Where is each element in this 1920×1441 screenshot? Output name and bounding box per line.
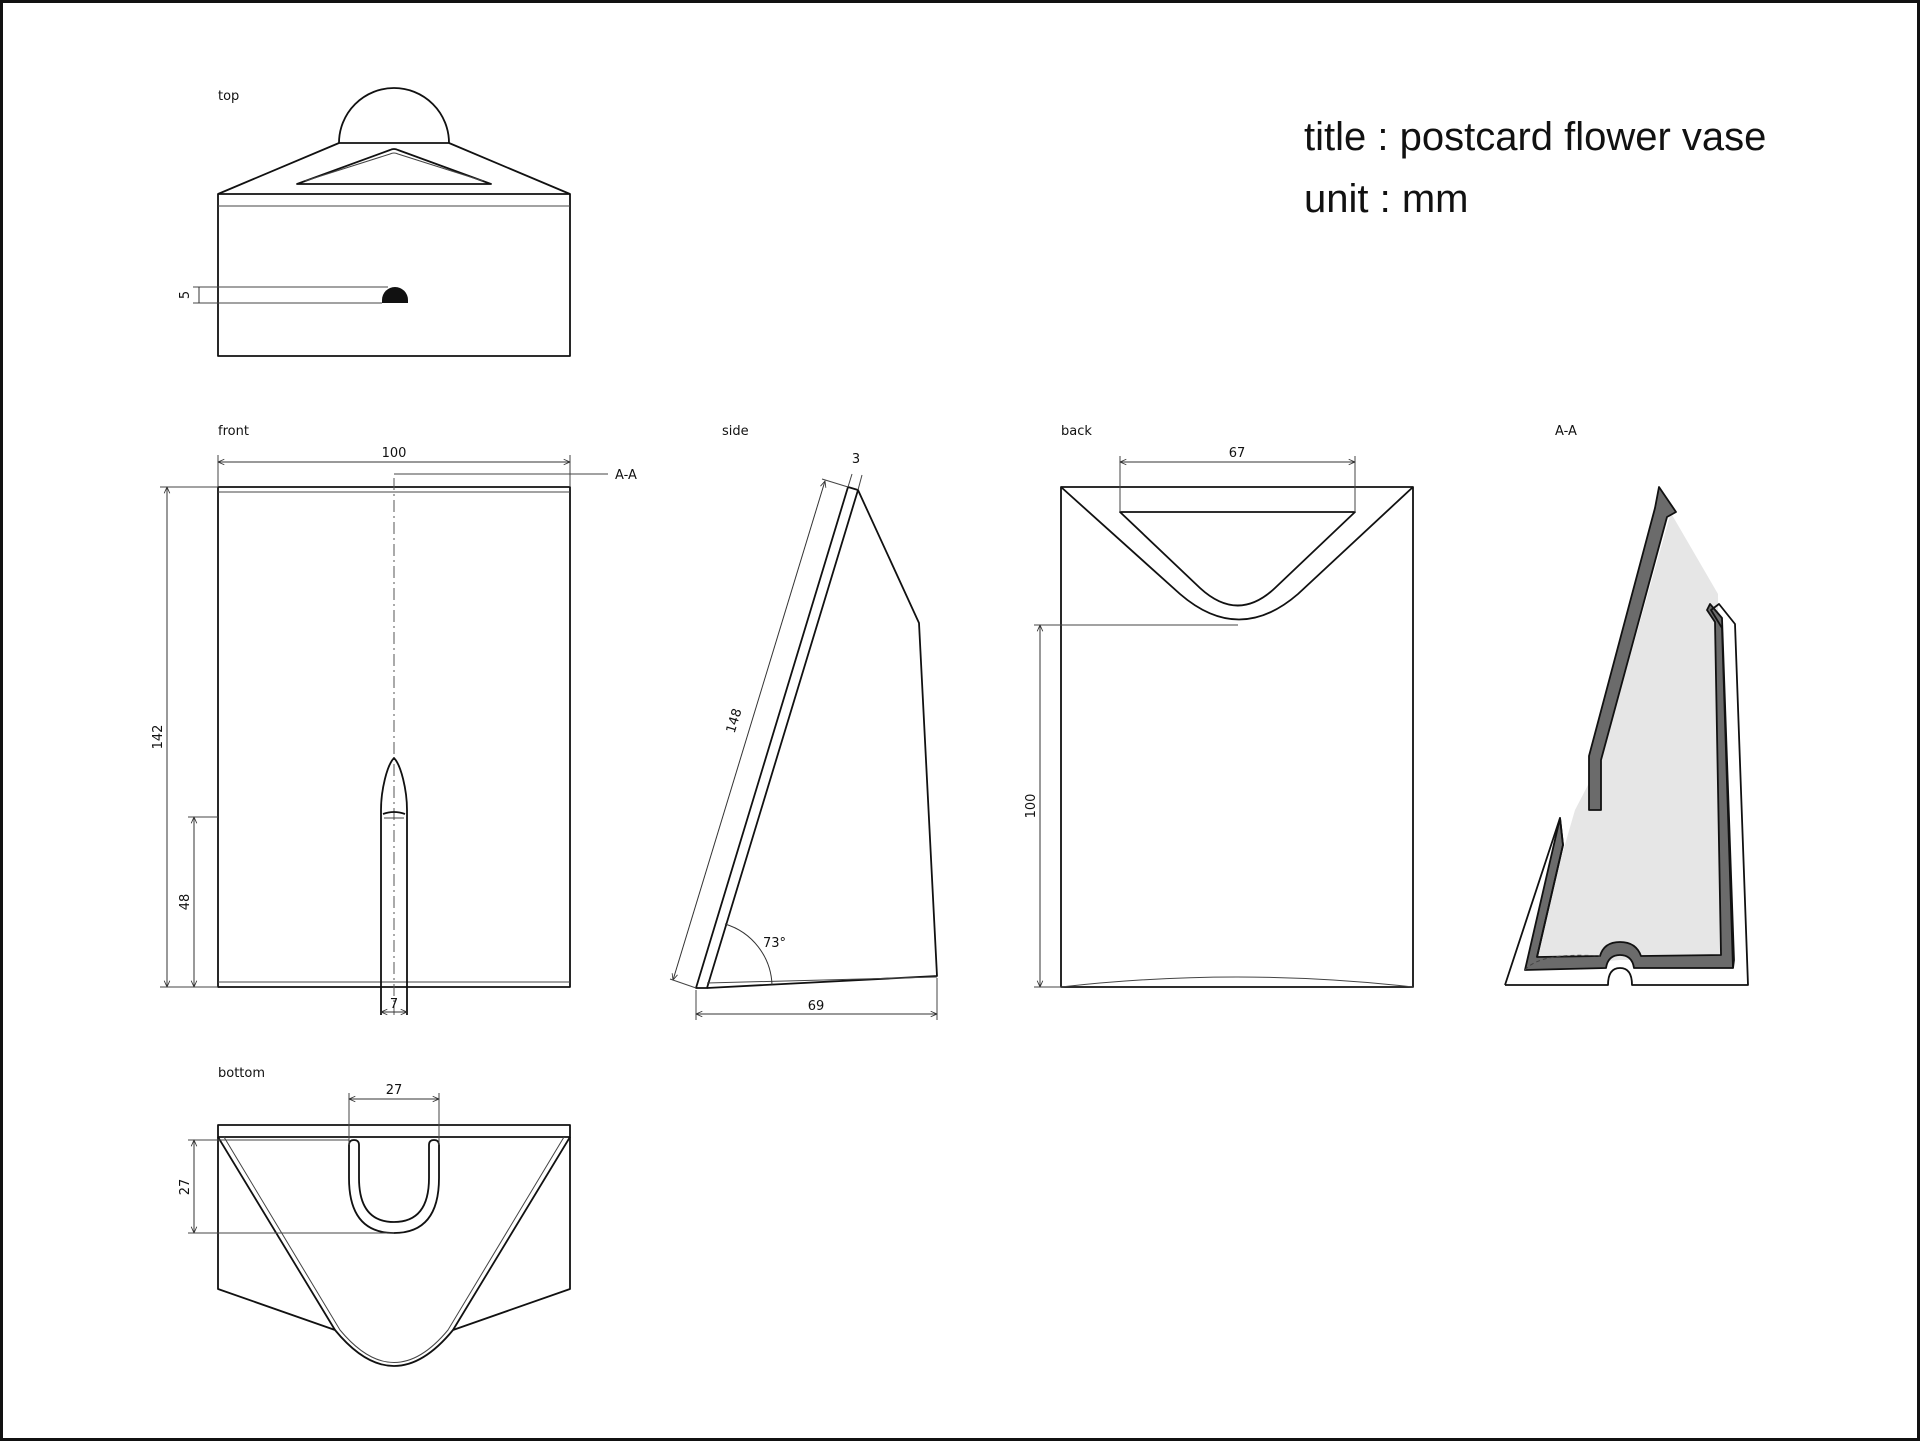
front-view: front 100 A-A 142 48 7 <box>151 424 637 1015</box>
side-depth-dim: 69 <box>808 999 825 1014</box>
back-view-flap <box>1060 486 1414 621</box>
bottom-view-body <box>217 1137 571 1367</box>
section-fill <box>1530 505 1720 965</box>
top-view-window <box>296 148 492 185</box>
side-view-label: side <box>722 424 749 439</box>
back-opening-dim: 67 <box>1229 446 1246 461</box>
front-view-label: front <box>218 424 249 439</box>
top-view-window-inner <box>304 152 484 182</box>
bottom-view-label: bottom <box>218 1066 265 1081</box>
back-view: back 67 100 <box>1024 424 1414 988</box>
bottom-view: bottom 27 27 <box>178 1066 571 1367</box>
front-width-dim: 100 <box>382 446 407 461</box>
top-view-slot-hole <box>382 287 408 303</box>
drawing-unit: unit : mm <box>1304 177 1468 221</box>
top-view: top 5 <box>178 87 571 357</box>
back-view-opening <box>1119 511 1356 607</box>
drawing-title: title : postcard flower vase <box>1304 115 1766 159</box>
bottom-depth-dim: 27 <box>178 1179 193 1196</box>
section-lower-wall <box>1524 603 1735 971</box>
side-length-dim-line <box>673 481 825 980</box>
front-section-marker: A-A <box>615 468 637 483</box>
front-slot <box>380 757 408 1015</box>
top-view-label: top <box>218 89 239 104</box>
side-length-dim: 148 <box>724 707 746 735</box>
side-angle-arc <box>724 923 773 986</box>
side-thickness-dim: 3 <box>852 452 860 467</box>
back-view-body <box>1060 486 1414 988</box>
side-angle-dim: 73° <box>763 936 786 951</box>
top-view-roof <box>217 142 571 195</box>
section-view: A-A <box>1504 424 1749 986</box>
top-view-arc <box>338 87 450 144</box>
front-slot-height-dim: 48 <box>178 894 193 911</box>
front-height-dim: 142 <box>151 725 166 750</box>
bottom-view-slot <box>348 1139 440 1234</box>
side-view-body <box>706 489 938 989</box>
bottom-view-top-strip <box>217 1124 571 1138</box>
bottom-width-dim: 27 <box>386 1083 403 1098</box>
section-wall <box>1588 486 1677 811</box>
back-height-dim: 100 <box>1024 794 1039 819</box>
top-slot-dim: 5 <box>178 291 193 299</box>
back-view-label: back <box>1061 424 1092 439</box>
side-view: side 148 3 73° 69 <box>669 424 938 1020</box>
section-view-label: A-A <box>1555 424 1577 439</box>
side-view-panel <box>695 486 859 989</box>
front-slot-width-dim: 7 <box>390 997 398 1012</box>
top-view-body <box>217 193 571 357</box>
